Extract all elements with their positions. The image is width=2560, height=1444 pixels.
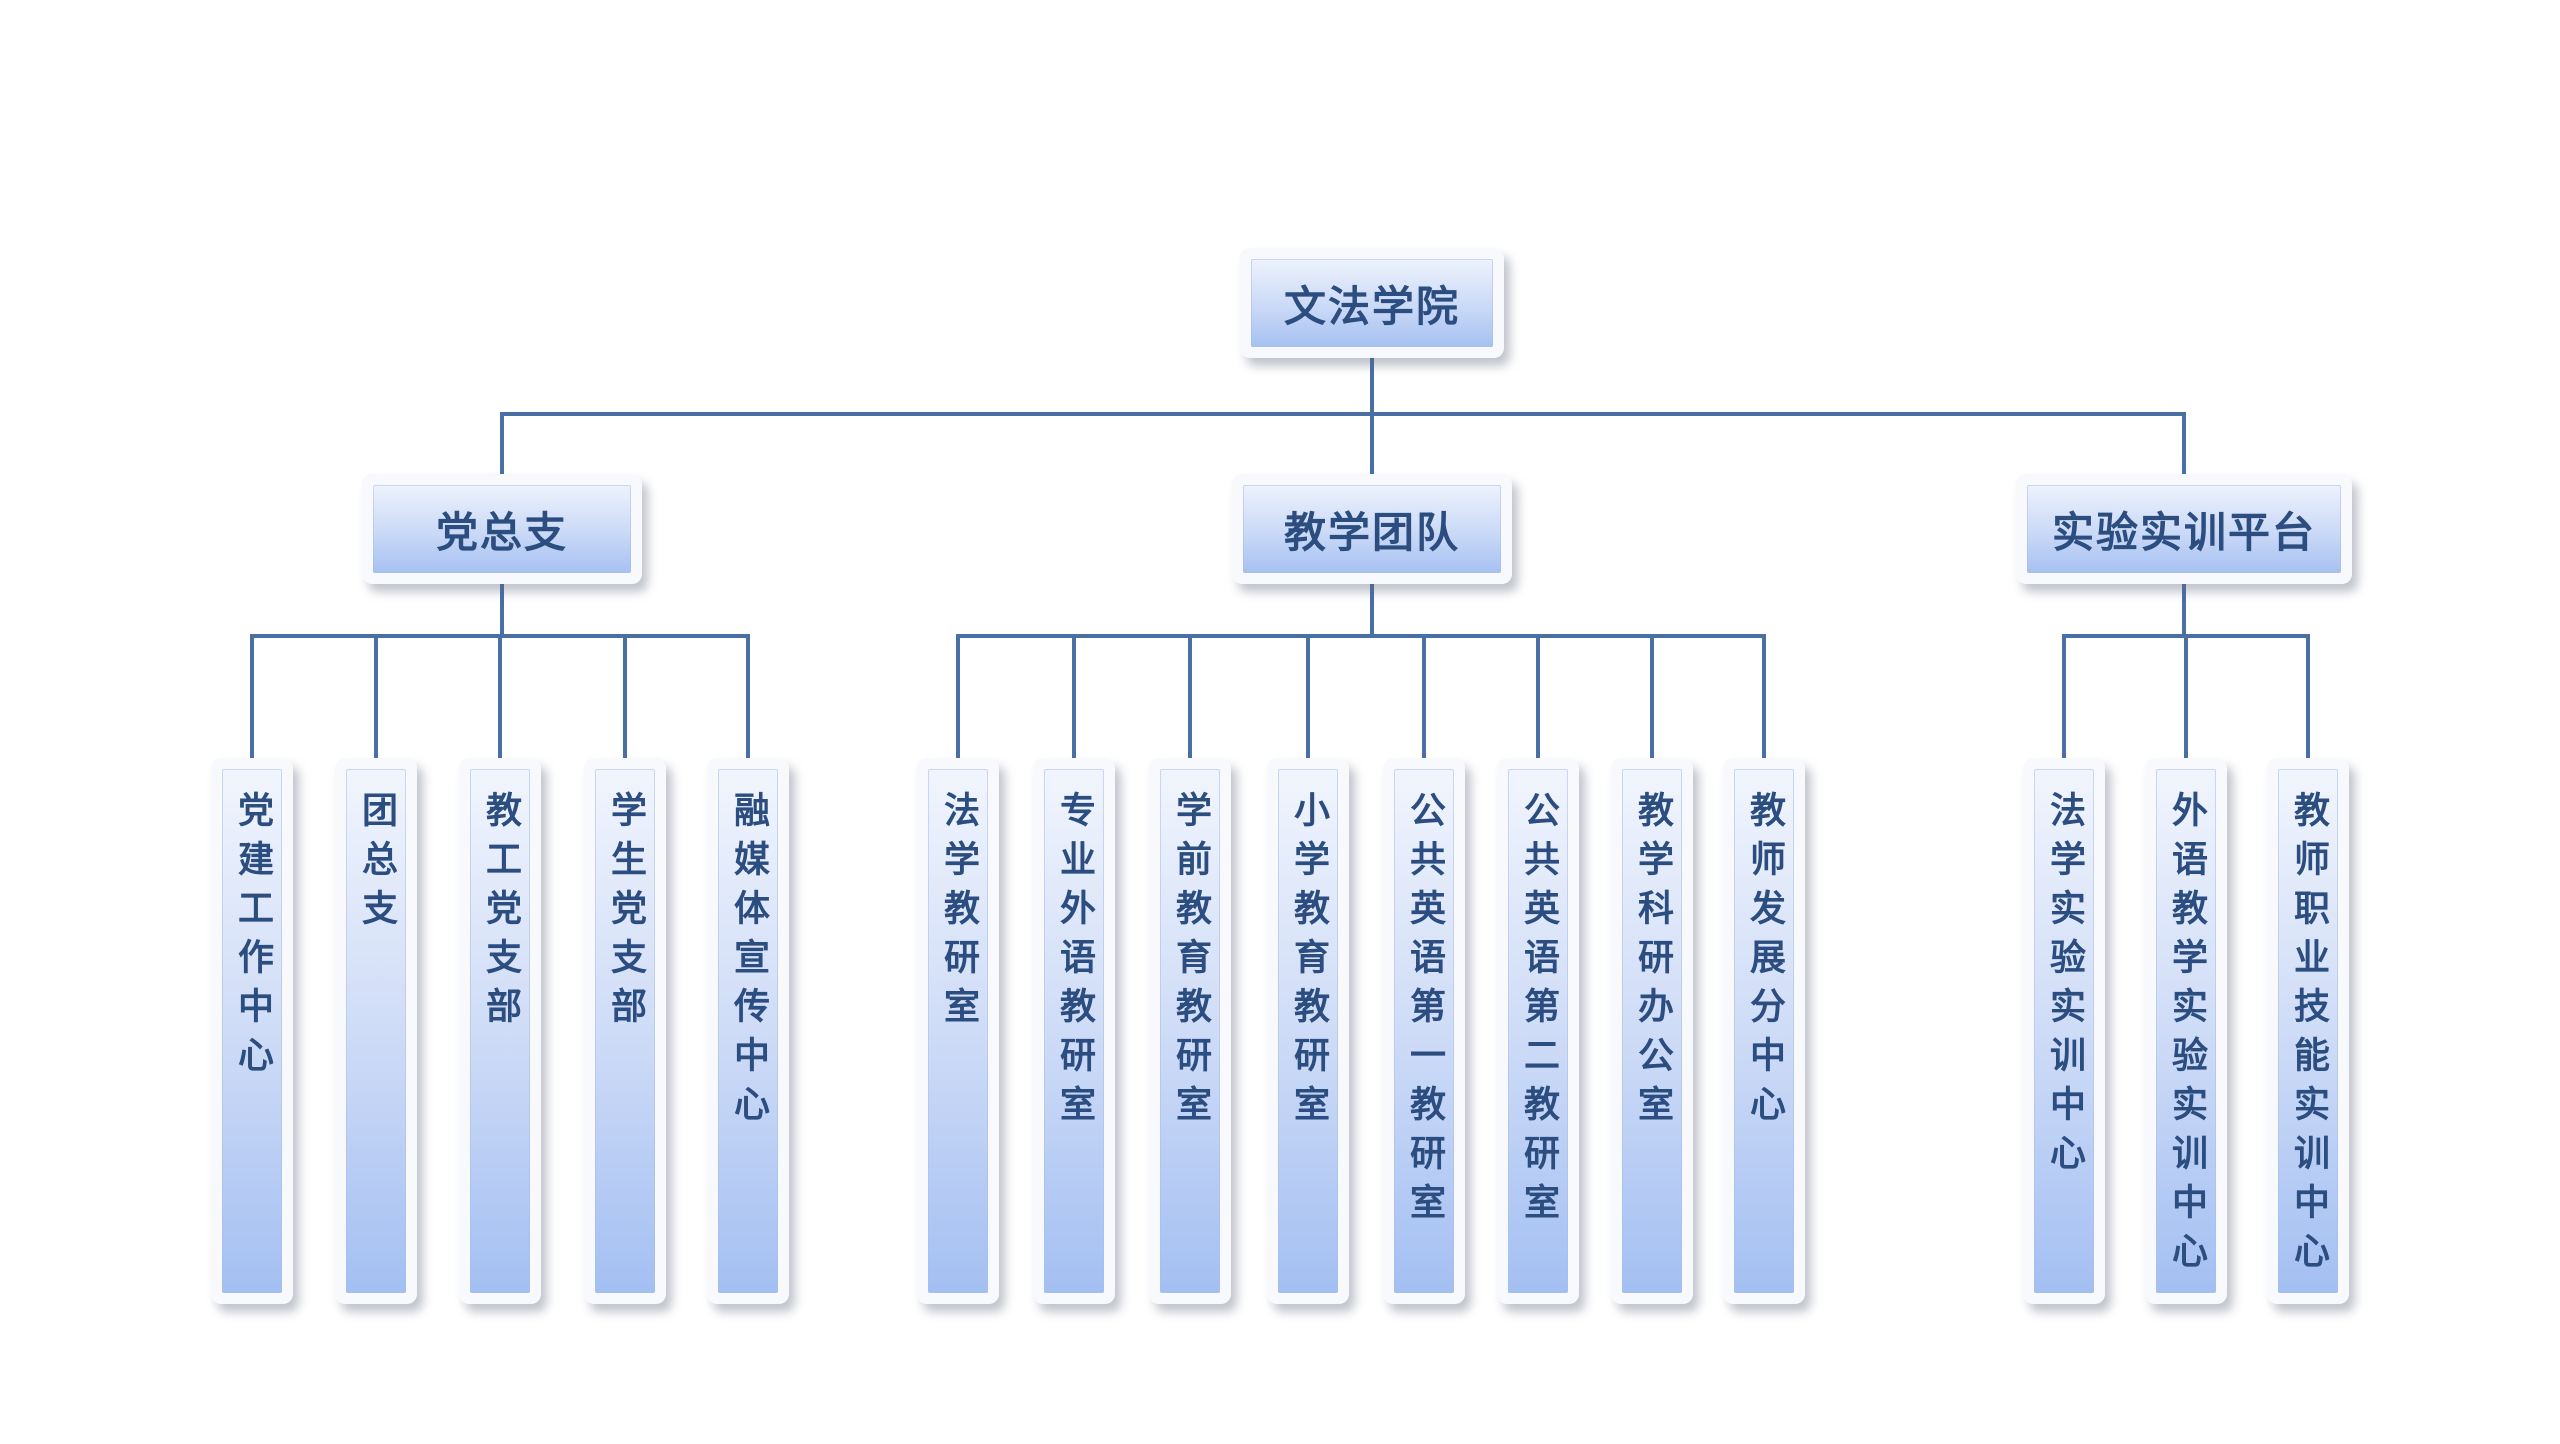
leaf-node-1-7: 教师发展分中心: [1723, 758, 1805, 1304]
leaf-node-1-4: 公共英语第一教研室: [1383, 758, 1465, 1304]
group-node-0-label: 党总支: [435, 507, 568, 557]
leaf-node-2-1-face: 外语教学实验实训中心: [2156, 769, 2216, 1293]
leaf-node-1-6-label: 教学科研办公室: [1632, 791, 1673, 1134]
leaf-node-0-3-face: 学生党支部: [595, 769, 655, 1293]
group-node-0-face: 党总支: [373, 485, 631, 573]
leaf-node-2-1-label: 外语教学实验实训中心: [2166, 791, 2207, 1281]
group-node-1-label: 教学团队: [1283, 507, 1460, 557]
leaf-node-0-0-face: 党建工作中心: [222, 769, 282, 1293]
leaf-node-1-6-face: 教学科研办公室: [1622, 769, 1682, 1293]
group-node-2-label: 实验实训平台: [2051, 507, 2316, 557]
leaf-node-1-3-label: 小学教育教研室: [1288, 791, 1329, 1134]
root-node-label: 文法学院: [1283, 281, 1460, 331]
leaf-node-0-0-label: 党建工作中心: [232, 791, 273, 1085]
leaf-node-1-5-face: 公共英语第二教研室: [1508, 769, 1568, 1293]
leaf-node-1-4-face: 公共英语第一教研室: [1394, 769, 1454, 1293]
leaf-node-0-2-face: 教工党支部: [470, 769, 530, 1293]
root-node-face: 文法学院: [1251, 259, 1493, 347]
leaf-node-2-0-label: 法学实验实训中心: [2044, 791, 2085, 1183]
leaf-node-1-1: 专业外语教研室: [1033, 758, 1115, 1304]
leaf-node-1-7-face: 教师发展分中心: [1734, 769, 1794, 1293]
leaf-node-2-1: 外语教学实验实训中心: [2145, 758, 2227, 1304]
leaf-node-1-5-label: 公共英语第二教研室: [1518, 791, 1559, 1232]
leaf-node-2-0-face: 法学实验实训中心: [2034, 769, 2094, 1293]
leaf-node-0-1: 团总支: [335, 758, 417, 1304]
group-node-1-face: 教学团队: [1243, 485, 1501, 573]
group-node-0: 党总支: [362, 474, 642, 584]
leaf-node-2-0: 法学实验实训中心: [2023, 758, 2105, 1304]
leaf-node-0-4: 融媒体宣传中心: [707, 758, 789, 1304]
leaf-node-1-1-label: 专业外语教研室: [1054, 791, 1095, 1134]
leaf-node-1-2: 学前教育教研室: [1149, 758, 1231, 1304]
leaf-node-0-2-label: 教工党支部: [480, 791, 521, 1036]
leaf-node-1-3: 小学教育教研室: [1267, 758, 1349, 1304]
leaf-node-0-2: 教工党支部: [459, 758, 541, 1304]
leaf-node-1-7-label: 教师发展分中心: [1744, 791, 1785, 1134]
leaf-node-2-2: 教师职业技能实训中心: [2267, 758, 2349, 1304]
leaf-node-0-4-face: 融媒体宣传中心: [718, 769, 778, 1293]
leaf-node-0-3-label: 学生党支部: [605, 791, 646, 1036]
leaf-node-1-2-face: 学前教育教研室: [1160, 769, 1220, 1293]
leaf-node-0-0: 党建工作中心: [211, 758, 293, 1304]
leaf-node-1-2-label: 学前教育教研室: [1170, 791, 1211, 1134]
leaf-node-0-4-label: 融媒体宣传中心: [728, 791, 769, 1134]
leaf-node-2-2-face: 教师职业技能实训中心: [2278, 769, 2338, 1293]
leaf-node-2-2-label: 教师职业技能实训中心: [2288, 791, 2329, 1281]
leaf-node-0-3: 学生党支部: [584, 758, 666, 1304]
root-node: 文法学院: [1240, 248, 1504, 358]
leaf-node-0-1-face: 团总支: [346, 769, 406, 1293]
leaf-node-1-5: 公共英语第二教研室: [1497, 758, 1579, 1304]
group-node-2-face: 实验实训平台: [2027, 485, 2341, 573]
leaf-node-1-3-face: 小学教育教研室: [1278, 769, 1338, 1293]
leaf-node-0-1-label: 团总支: [356, 791, 397, 938]
leaf-node-1-0-label: 法学教研室: [938, 791, 979, 1036]
leaf-node-1-6: 教学科研办公室: [1611, 758, 1693, 1304]
leaf-node-1-0-face: 法学教研室: [928, 769, 988, 1293]
leaf-node-1-0: 法学教研室: [917, 758, 999, 1304]
group-node-1: 教学团队: [1232, 474, 1512, 584]
leaf-node-1-4-label: 公共英语第一教研室: [1404, 791, 1445, 1232]
group-node-2: 实验实训平台: [2016, 474, 2352, 584]
leaf-node-1-1-face: 专业外语教研室: [1044, 769, 1104, 1293]
